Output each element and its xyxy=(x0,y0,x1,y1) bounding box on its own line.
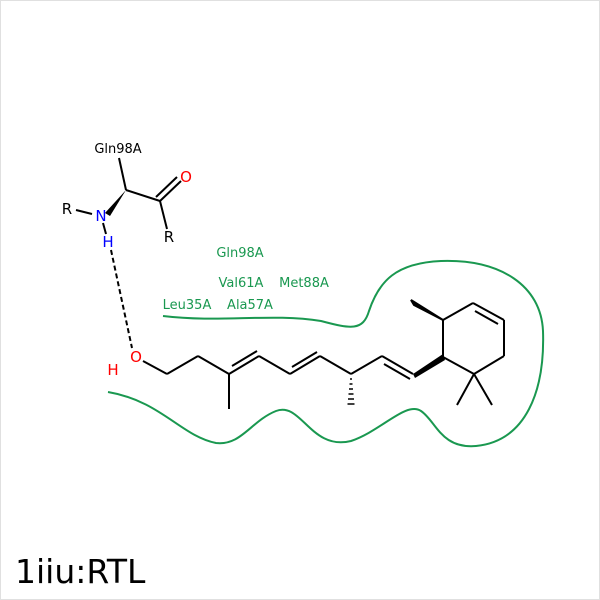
atom-r-left: R xyxy=(61,200,73,218)
atom-n: N xyxy=(95,207,107,225)
atom-h-amide: H xyxy=(102,233,114,251)
wedge-bond xyxy=(410,299,444,321)
residue-label-leu35a: Leu35A xyxy=(162,298,212,313)
hashed-bond xyxy=(347,378,355,405)
residue-label-gln98a: Gln98A xyxy=(94,142,142,157)
residue-label-met88a: Met88A xyxy=(279,276,329,291)
hydrophobic-contour xyxy=(107,259,545,448)
diagram-title: 1iiu:RTL xyxy=(15,552,146,591)
residue-bonds xyxy=(75,157,182,235)
ligand-bonds xyxy=(142,302,505,409)
atom-r-right: R xyxy=(163,228,175,246)
residue-label-gln98a-hydrophobic: Gln98A xyxy=(216,246,264,261)
residue-label-ala57a: Ala57A xyxy=(227,298,273,313)
atom-o-ligand: O xyxy=(130,348,142,366)
wedge-bond xyxy=(413,354,445,378)
hydrogen-bond xyxy=(110,249,133,349)
atom-h-ligand: H xyxy=(107,361,119,379)
residue-label-val61a: Val61A xyxy=(218,276,264,291)
wedge-bond xyxy=(105,190,126,216)
atom-o-carbonyl: O xyxy=(180,168,192,186)
